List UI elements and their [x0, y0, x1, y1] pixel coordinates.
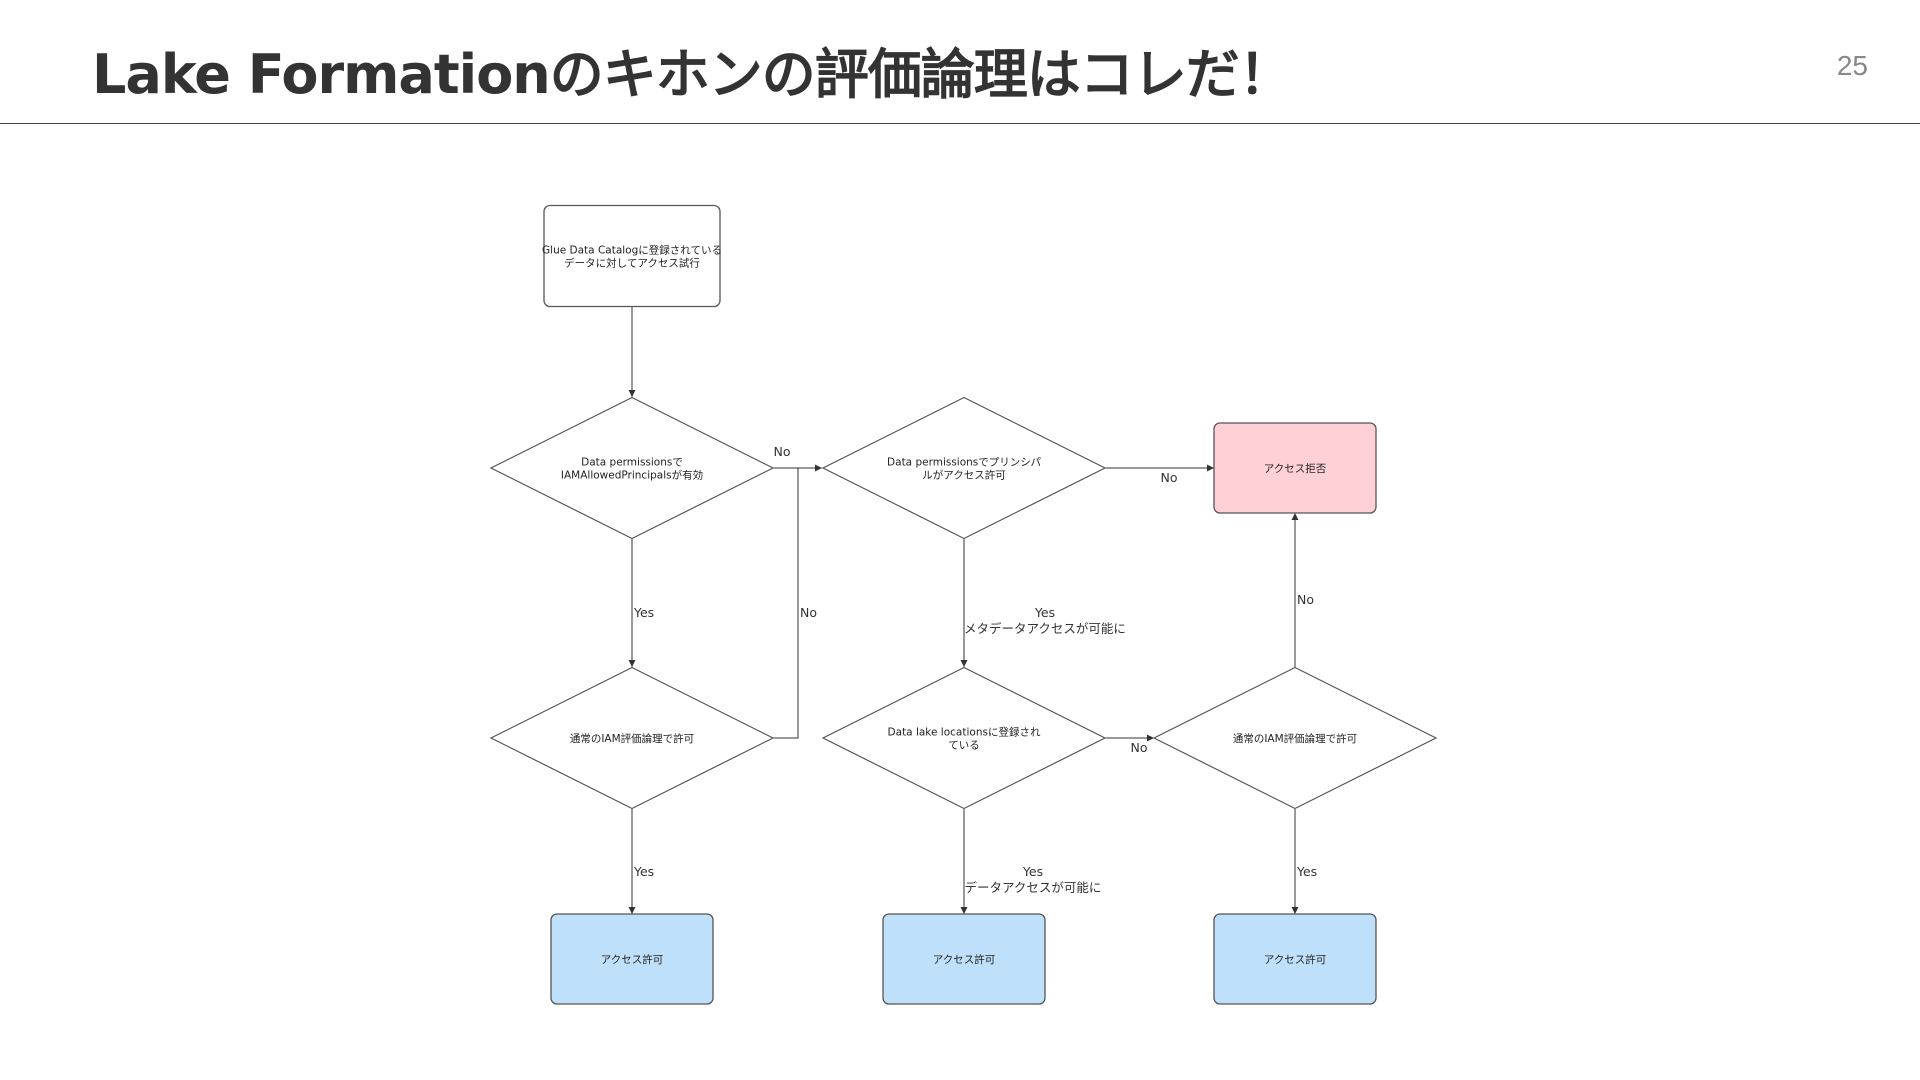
edge-label-text: Yes [633, 864, 654, 879]
edge-label-text: No [1161, 470, 1178, 485]
node-access-denied: アクセス拒否 [1213, 422, 1377, 514]
decision-diamond [821, 396, 1107, 540]
node-label: アクセス許可 [933, 953, 995, 966]
edge-label-iam-allowed-yes: Yes [633, 605, 654, 620]
process-box [882, 913, 1046, 1005]
process-box [1213, 422, 1377, 514]
edge-label-principal-no: No [1161, 470, 1178, 485]
decision-diamond [1152, 666, 1438, 810]
node-iam-eval-right: 通常のIAM評価論理で許可 [1152, 666, 1438, 810]
page-number: 25 [1836, 50, 1868, 81]
edge-label-text: No [1131, 740, 1148, 755]
node-label: データに対してアクセス試行 [564, 257, 700, 270]
slide-title: Lake Formationのキホンの評価論理はコレだ！ [92, 43, 1293, 106]
title-divider [0, 123, 1920, 124]
process-box [550, 913, 714, 1005]
edge-label-iam-allowed-no: No [774, 444, 791, 459]
node-label: Glue Data Catalogに登録されている [542, 244, 722, 257]
edge-label-text: Yes [1034, 605, 1055, 620]
edge-iam-left-no [773, 468, 799, 739]
edge-label-iam-right-no: No [1297, 592, 1314, 607]
node-allow-left: アクセス許可 [550, 913, 714, 1005]
node-allow-right: アクセス許可 [1213, 913, 1377, 1005]
node-label: 通常のIAM評価論理で許可 [570, 732, 694, 745]
edge-label-iam-left-no: No [800, 605, 817, 620]
node-label: Data permissionsで [581, 457, 683, 469]
node-label: Data lake locationsに登録され [888, 726, 1041, 739]
node-allow-center: アクセス許可 [882, 913, 1046, 1005]
edges-layer [628, 307, 1299, 914]
node-label: アクセス拒否 [1264, 462, 1327, 475]
edge-label-text: Yes [1296, 864, 1317, 879]
node-label: ている [948, 740, 980, 752]
process-box [1213, 913, 1377, 1005]
edge-label-text: データアクセスが可能に [965, 880, 1102, 895]
edge-label-text: No [1297, 592, 1314, 607]
node-label: IAMAllowedPrincipalsが有効 [561, 469, 703, 482]
process-box [543, 204, 721, 308]
edge-label-text: Yes [633, 605, 654, 620]
decision-diamond [489, 666, 775, 810]
node-label: アクセス許可 [1264, 953, 1326, 966]
edge-label-text: No [774, 444, 791, 459]
edge-label-text: メタデータアクセスが可能に [964, 621, 1126, 636]
edge-label-iam-left-yes: Yes [633, 864, 654, 879]
node-label: ルがアクセス許可 [922, 469, 1005, 482]
decision-diamond [821, 666, 1107, 810]
edge-label-text: Yes [1022, 864, 1043, 879]
edge-label-location-no: No [1131, 740, 1148, 755]
node-label: 通常のIAM評価論理で許可 [1233, 732, 1357, 745]
edge-label-iam-right-yes: Yes [1296, 864, 1317, 879]
node-iam-eval-left: 通常のIAM評価論理で許可 [489, 666, 775, 810]
node-label: アクセス許可 [601, 953, 663, 966]
edge-label-text: No [800, 605, 817, 620]
node-label: Data permissionsでプリンシパ [887, 457, 1041, 469]
decision-diamond [489, 396, 775, 540]
